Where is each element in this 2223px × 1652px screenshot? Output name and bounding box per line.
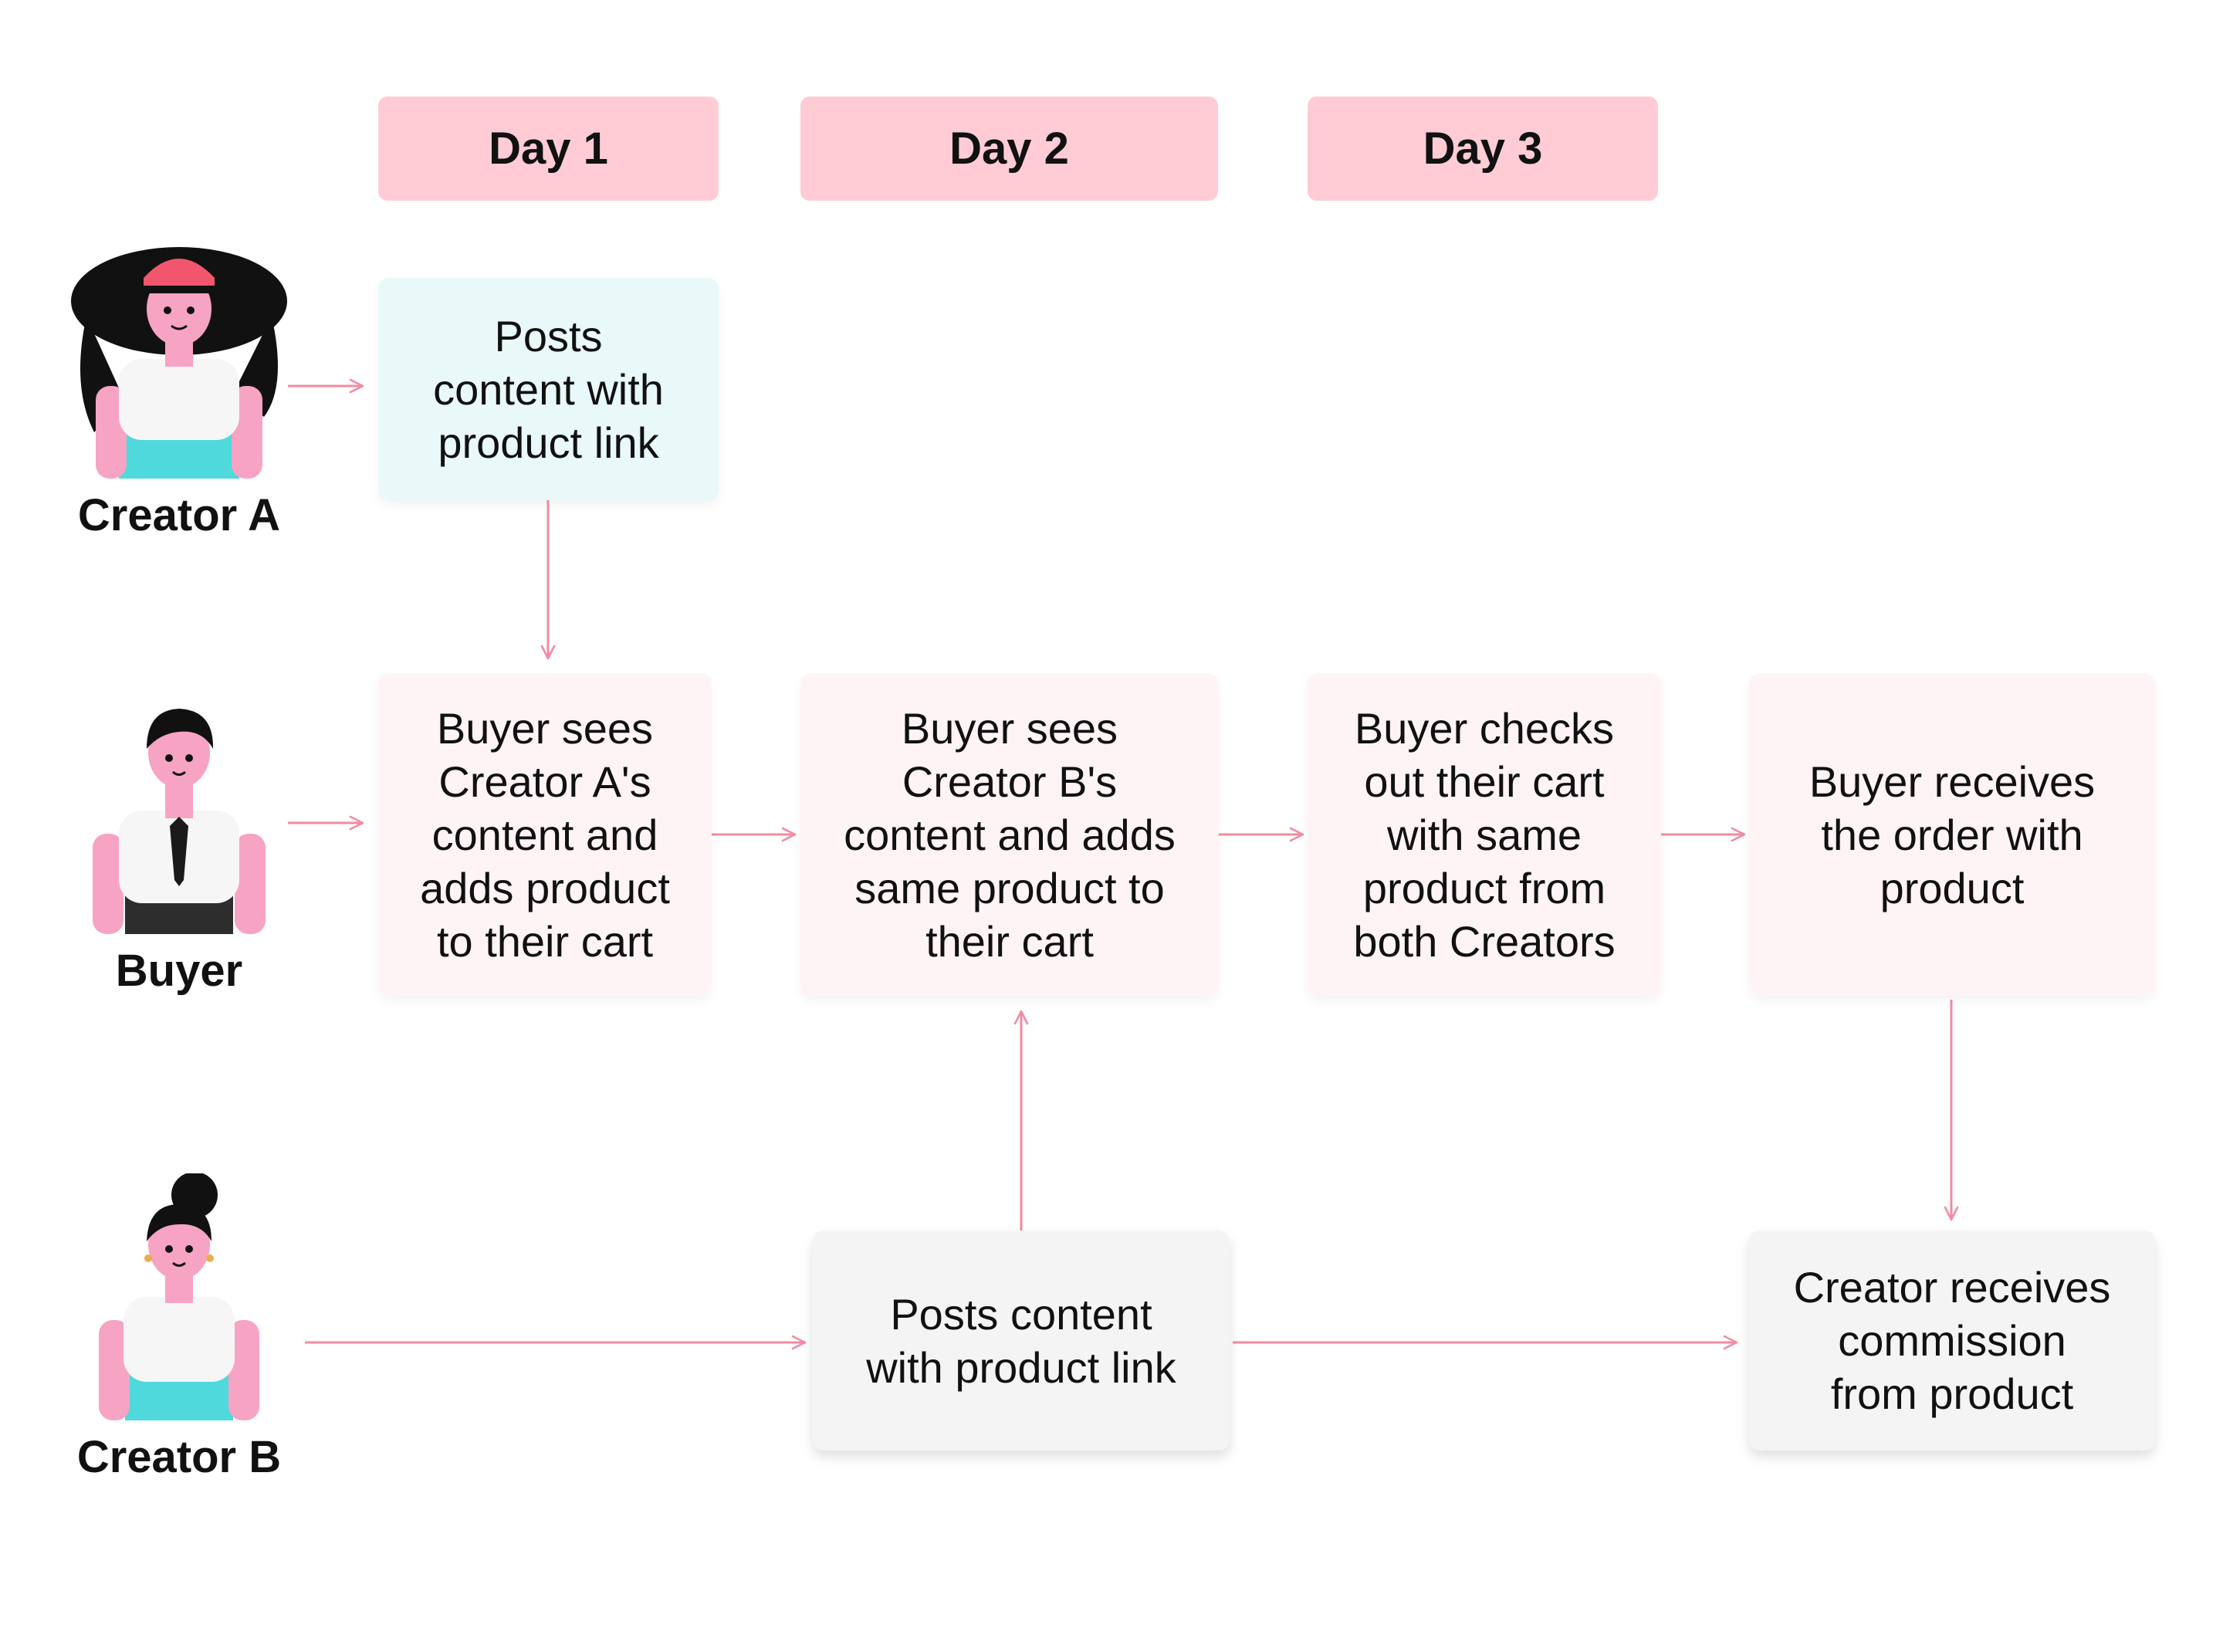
creator-b-actor: Creator B	[63, 1173, 295, 1483]
creator-a-avatar-icon	[71, 247, 287, 479]
step-creator-commission: Creator receives commission from product	[1749, 1231, 2155, 1451]
buyer-actor: Buyer	[63, 687, 295, 997]
day-2-header: Day 2	[800, 96, 1218, 201]
buyer-avatar-icon	[93, 709, 266, 934]
step-buyer-day2: Buyer sees Creator B's content and adds …	[800, 673, 1219, 996]
creator-a-actor: Creator A	[63, 232, 295, 541]
buyer-label: Buyer	[115, 946, 243, 996]
step-creator-a-posts: Posts content with product link	[378, 278, 719, 500]
creator-b-avatar-icon	[99, 1173, 259, 1420]
step-creator-b-posts: Posts content with product link	[813, 1231, 1230, 1451]
step-buyer-day3: Buyer checks out their cart with same pr…	[1308, 673, 1661, 996]
step-buyer-day1: Buyer sees Creator A's content and adds …	[378, 673, 712, 996]
creator-a-label: Creator A	[77, 490, 281, 540]
day-3-header: Day 3	[1308, 96, 1658, 201]
day-1-header: Day 1	[378, 96, 719, 201]
creator-b-label: Creator B	[76, 1432, 282, 1482]
step-buyer-receives: Buyer receives the order with product	[1749, 673, 2155, 996]
